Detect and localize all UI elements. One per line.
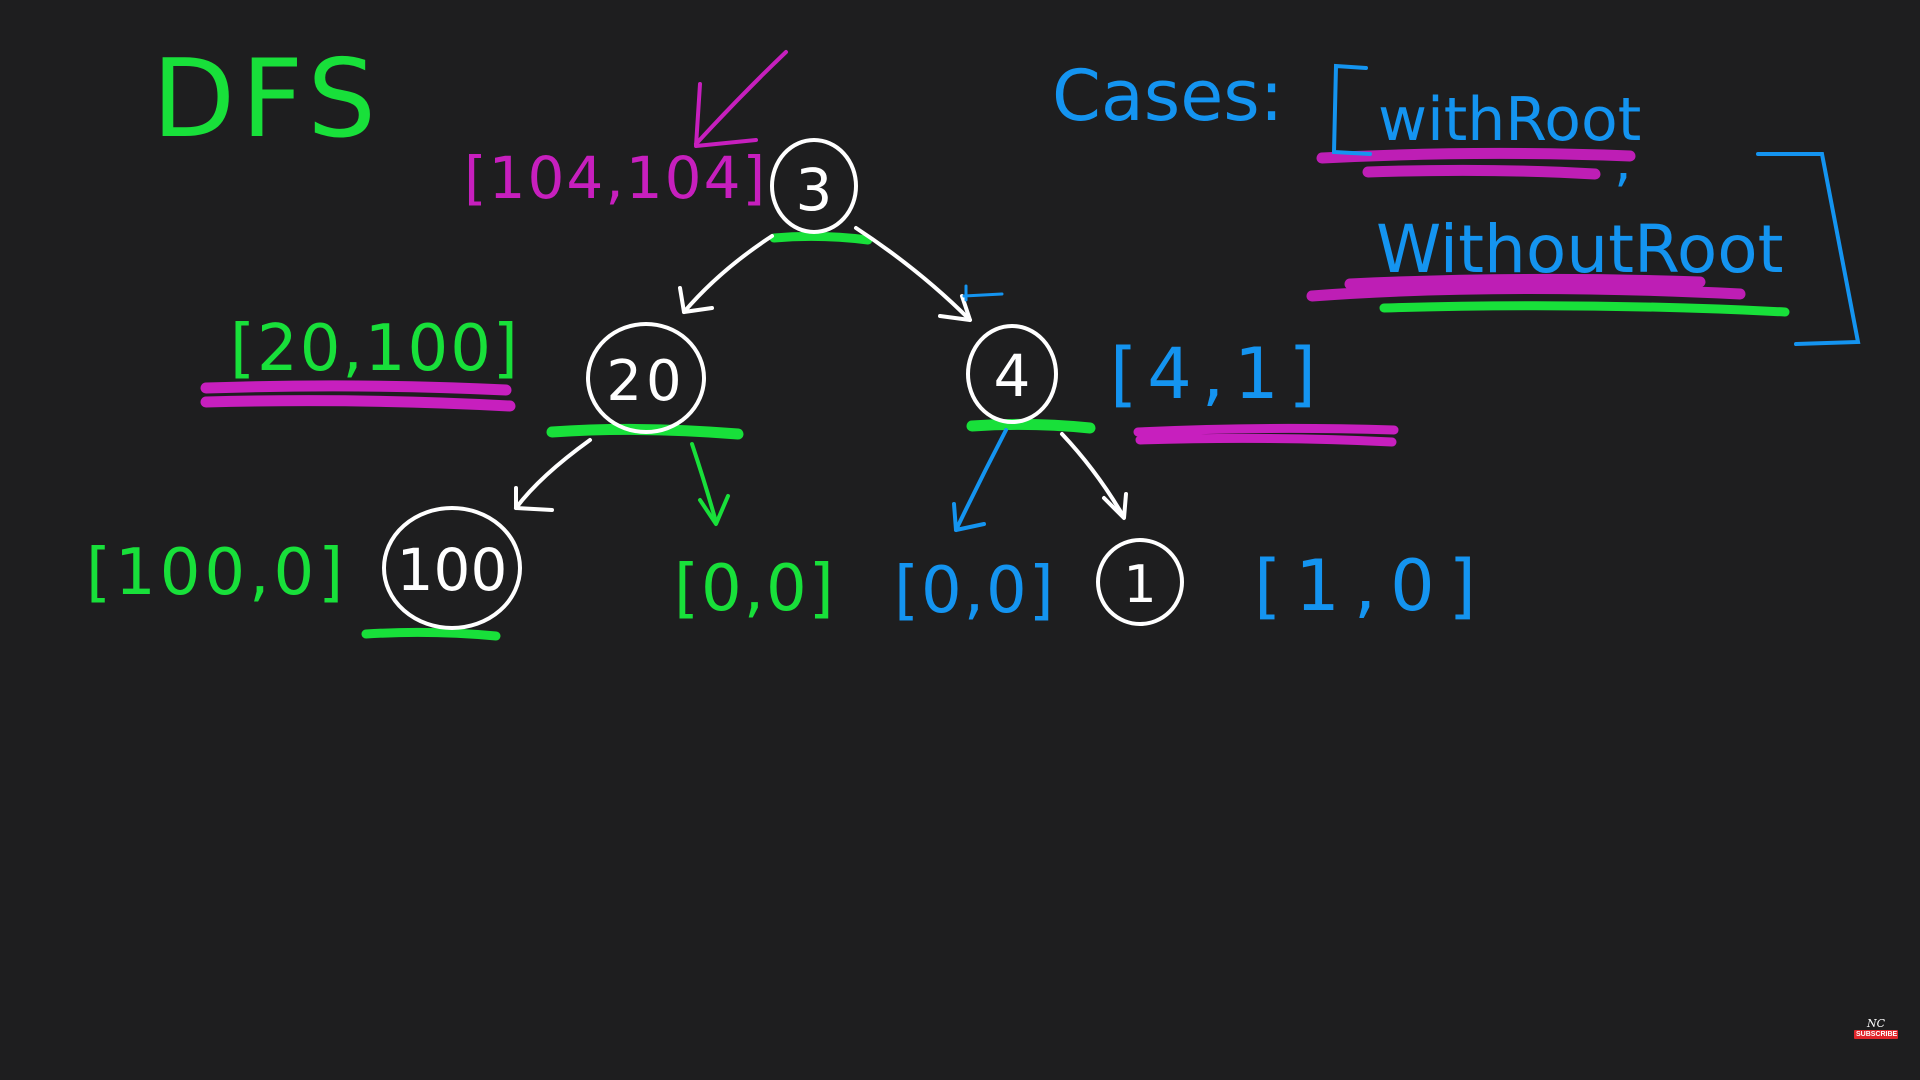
right-pair: [4,1]	[1110, 333, 1326, 415]
cases-bracket-right	[1756, 152, 1861, 346]
arrowhead-root-right	[938, 294, 972, 322]
subscribe-badge[interactable]: NC SUBSCRIBE	[1854, 1018, 1898, 1044]
left-pair-highlight	[200, 380, 516, 412]
title-dfs: DFS	[152, 37, 382, 162]
right-null-pair: [0,0]	[894, 554, 1056, 628]
arrowhead-root-left	[678, 286, 714, 314]
node-leftleft-value: 100	[397, 536, 508, 604]
node-root-circle	[770, 138, 858, 234]
left-node-underline	[546, 423, 744, 440]
case-withroot: withRoot	[1378, 85, 1641, 155]
withoutroot-highlight-magenta	[1306, 273, 1746, 302]
arrowhead-left-leftleft	[514, 486, 554, 512]
node-left-circle	[586, 322, 706, 434]
cases-bracket-left	[1331, 63, 1372, 156]
node-right-value: 4	[994, 342, 1031, 410]
channel-logo-mark: NC	[1866, 1017, 1886, 1030]
node-root-value: 3	[796, 156, 833, 224]
root-pair: [104,104]	[464, 144, 767, 212]
node-leftleft-circle	[382, 506, 522, 630]
node-rightright-value: 1	[1123, 555, 1156, 615]
right-pair-highlight	[1133, 423, 1399, 447]
edge-left-null	[690, 442, 718, 524]
left-pair: [20,100]	[230, 312, 520, 386]
pointer-arrow	[694, 50, 788, 146]
edge-root-right	[854, 226, 972, 322]
root-underline	[769, 231, 873, 245]
node-rightright-circle	[1096, 538, 1184, 626]
left-null-pair: [0,0]	[674, 552, 836, 626]
node-right-circle	[966, 324, 1058, 424]
case-withoutroot: WithoutRoot	[1376, 211, 1783, 288]
node-layer	[382, 138, 1184, 630]
edge-left-leftleft	[514, 438, 592, 510]
withroot-highlight	[1316, 147, 1636, 180]
subscribe-label: SUBSCRIBE	[1854, 1030, 1898, 1039]
pointer-arrowhead	[694, 82, 758, 148]
arrowhead-right-rightright	[1102, 492, 1128, 520]
edge-root-left	[682, 234, 774, 314]
edge-right-rightright	[1060, 432, 1124, 516]
right-node-underline	[966, 418, 1096, 434]
edge-right-null	[954, 428, 1008, 532]
rightright-pair: [1,0]	[1254, 545, 1490, 627]
case-comma: ,	[1614, 129, 1632, 194]
tick-mark	[962, 284, 1004, 302]
highlight-layer	[200, 147, 1790, 641]
node-left-value: 20	[606, 349, 685, 414]
text-layer: DFS Cases: withRoot , WithoutRoot 3 20 4…	[86, 37, 1861, 628]
withoutroot-highlight-green	[1379, 301, 1790, 317]
arrowhead-left-null	[698, 494, 730, 526]
leftleft-pair: [100,0]	[86, 536, 347, 610]
edge-layer	[514, 50, 1128, 532]
arrowhead-right-null	[952, 502, 986, 532]
cases-label: Cases:	[1052, 55, 1283, 137]
leaf-100-underline	[361, 627, 501, 641]
